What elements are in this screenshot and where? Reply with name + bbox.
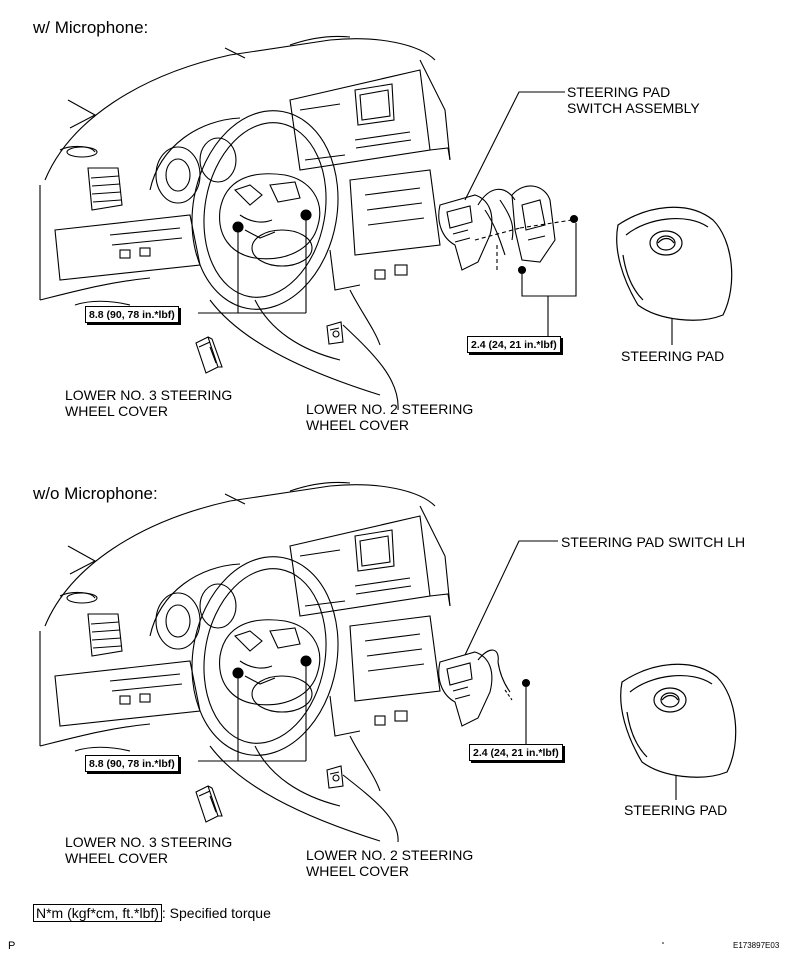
- label-line: LOWER NO. 2 STEERING: [306, 847, 474, 863]
- lower-no2-cover-illustration-1: [326, 321, 344, 345]
- leader-lines-2: [198, 664, 399, 843]
- label-line: LOWER NO. 3 STEERING: [65, 387, 233, 403]
- label-line: WHEEL COVER: [306, 417, 409, 434]
- label-line: LOWER NO. 3 STEERING: [65, 834, 233, 850]
- lower-no2-cover-illustration-2: [326, 765, 344, 789]
- lower-no2-cover-label-2: LOWER NO. 2 STEERING WHEEL COVER: [306, 847, 473, 879]
- lower-no3-cover-label-2: LOWER NO. 3 STEERING WHEEL COVER: [65, 834, 232, 866]
- lower-no2-cover-label-1: LOWER NO. 2 STEERING WHEEL COVER: [306, 401, 473, 433]
- torque-unit-box: N*m (kgf*cm, ft.*lbf): [33, 904, 162, 922]
- steering-pad-switch-assembly-label: STEERING PAD SWITCH ASSEMBLY: [567, 84, 700, 116]
- dashboard-illustration-2: [39, 481, 451, 842]
- torque-spec-switch-2: 2.4 (24, 21 in.*lbf): [469, 744, 563, 761]
- lower-no3-cover-illustration-2: [195, 785, 223, 823]
- label-line: STEERING PAD: [567, 84, 671, 100]
- label-line: WHEEL COVER: [65, 850, 168, 867]
- label-line: LOWER NO. 2 STEERING: [306, 401, 474, 417]
- lower-no3-cover-illustration-1: [195, 336, 223, 374]
- footer-mark: P: [8, 940, 16, 952]
- torque-spec-switch-1: 2.4 (24, 21 in.*lbf): [467, 336, 561, 353]
- torque-spec-wheel-1: 8.8 (90, 78 in.*lbf): [85, 306, 179, 323]
- label-line: WHEEL COVER: [65, 403, 168, 420]
- figure-code: E173897E03: [733, 941, 780, 950]
- lower-no3-cover-label-1: LOWER NO. 3 STEERING WHEEL COVER: [65, 387, 232, 419]
- torque-legend-text: : Specified torque: [161, 905, 271, 921]
- label-line: WHEEL COVER: [306, 863, 409, 880]
- dashboard-illustration-1: [39, 35, 451, 396]
- leader-lines-1: [198, 218, 399, 411]
- label-line: SWITCH ASSEMBLY: [567, 100, 700, 117]
- steering-pad-label-1: STEERING PAD: [621, 348, 725, 364]
- section-heading-with-microphone: w/ Microphone:: [33, 18, 149, 37]
- steering-pad-switch-lh-illustration: [438, 540, 558, 744]
- torque-spec-wheel-2: 8.8 (90, 78 in.*lbf): [85, 755, 179, 772]
- section-heading-without-microphone: w/o Microphone:: [33, 484, 158, 503]
- steering-pad-illustration-1: [616, 206, 733, 321]
- steering-pad-illustration-2: [620, 663, 737, 778]
- torque-legend: N*m (kgf*cm, ft.*lbf): Specified torque: [33, 904, 271, 922]
- steering-pad-switch-lh-label: STEERING PAD SWITCH LH: [561, 534, 746, 550]
- steering-pad-label-2: STEERING PAD: [624, 802, 728, 818]
- steering-pad-switch-assembly-illustration: [438, 91, 579, 336]
